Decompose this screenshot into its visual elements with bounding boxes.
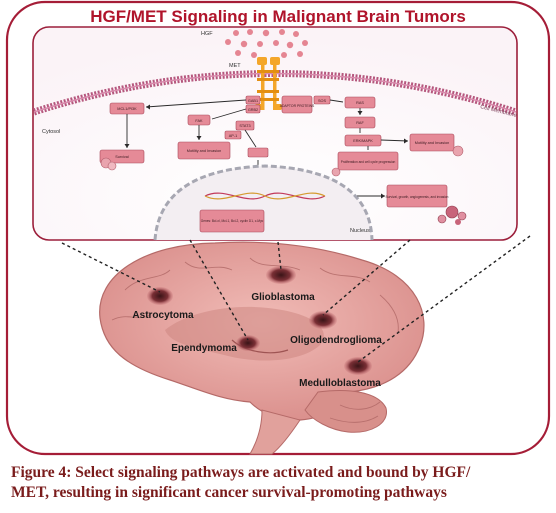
erk-label: ERK/MAPK — [353, 139, 373, 143]
gab-label: GAB1 — [248, 99, 258, 103]
mcl1-label: MCL1/PI3K — [117, 107, 137, 111]
motility2-box — [409, 133, 455, 152]
cytosol-label: Cytosol — [42, 129, 60, 135]
ependymoma-tumor — [236, 335, 260, 351]
raf-label: RAF — [356, 121, 364, 125]
medulloblastoma-tumor — [344, 357, 372, 375]
nucleus-label: Nucleus — [350, 228, 370, 234]
erk-box — [344, 134, 382, 147]
dna-strand — [204, 192, 326, 200]
motility1-label: Motility and Invasion — [187, 149, 221, 153]
ap1-box — [224, 130, 242, 140]
motility2-label: Motility and Invasion — [415, 141, 449, 145]
medulloblastoma-label: Medulloblastoma — [299, 378, 381, 389]
adaptor-label: ADAPTOR PROTEINS — [280, 104, 315, 108]
glioblastoma-tumor — [266, 266, 296, 284]
proliferation-box — [337, 151, 399, 171]
genes-label: Genes: Bcl-xl, Mcl-1, Bcl-2, cyclin D1, … — [201, 219, 264, 223]
pink-small-box — [247, 147, 269, 158]
oligodendroglioma-tumor — [309, 311, 337, 329]
astrocytoma-label: Astrocytoma — [132, 310, 194, 321]
hgf-label: HGF — [201, 31, 213, 37]
survival-growth-box — [386, 184, 448, 208]
sos-label: SOS — [318, 99, 326, 103]
connector-lines — [61, 235, 531, 363]
fak-label: FAK — [195, 119, 203, 123]
stat3-label: STAT3 — [239, 124, 250, 128]
motility1-box — [177, 141, 231, 160]
astrocytoma-tumor — [147, 287, 173, 305]
grb2-label: GRB2 — [248, 108, 258, 112]
survival-label: Survival — [115, 155, 129, 159]
ras-label: RAS — [356, 101, 364, 105]
hgf-ligands — [225, 29, 308, 58]
caption-line-2: MET, resulting in significant cancer sur… — [11, 484, 447, 501]
caption-line-1: Figure 4: Select signaling pathways are … — [11, 464, 471, 481]
genes-box — [199, 209, 265, 233]
figure-title: HGF/MET Signaling in Malignant Brain Tum… — [90, 7, 466, 26]
adaptor-box — [281, 95, 313, 114]
oligodendroglioma-label: Oligodendroglioma — [290, 335, 382, 346]
ependymoma-label: Ependymoma — [171, 343, 237, 354]
figure-illustration: HGF/MET Signaling in Malignant Brain Tum… — [5, 0, 551, 456]
proliferation-label: Proliferation and cell cycle progression — [341, 160, 396, 164]
survival-growth-label: Survival, growth, angiogenesis, and inva… — [386, 195, 449, 199]
cell-cluster-icon — [100, 145, 467, 225]
survival-box — [99, 149, 145, 164]
met-label: MET — [229, 63, 241, 69]
figure-caption: Figure 4: Select signaling pathways are … — [11, 463, 551, 503]
glioblastoma-label: Glioblastoma — [251, 292, 315, 303]
ap1-label: AP-1 — [229, 134, 237, 138]
